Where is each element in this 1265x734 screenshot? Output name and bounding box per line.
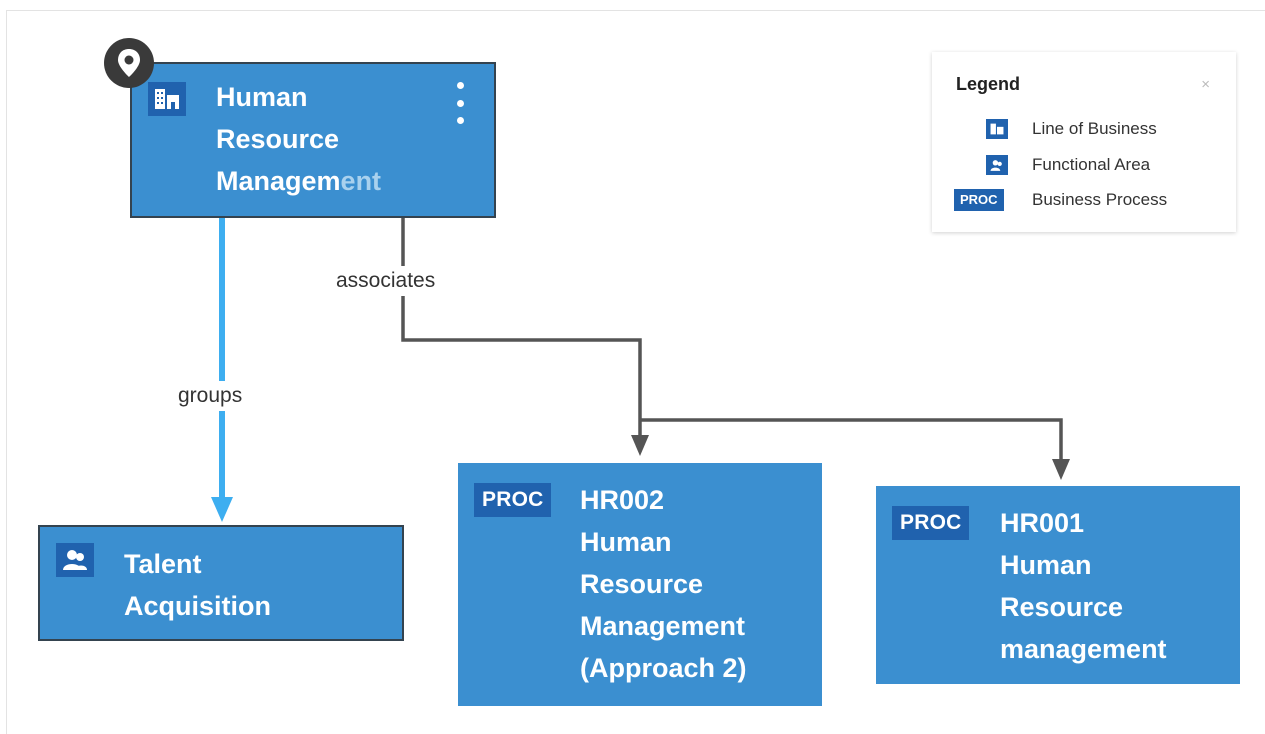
more-options-icon[interactable] xyxy=(453,82,467,124)
proc-badge: PROC xyxy=(892,506,970,540)
node-title-line3: Resource xyxy=(580,569,704,599)
location-pin-icon xyxy=(104,38,154,88)
node-title-line4: management xyxy=(1000,634,1167,664)
node-hr001[interactable]: PROC HR001 Human Resource management xyxy=(876,486,1240,684)
legend-item-line-of-business: Line of Business xyxy=(932,116,1236,142)
edge-groups-arrowhead xyxy=(211,497,233,522)
edge-associates-arrowhead-hr002 xyxy=(631,435,649,456)
node-talent-acquisition[interactable]: Talent Acquisition xyxy=(38,525,404,641)
edge-label-groups: groups xyxy=(174,381,247,411)
legend-label: Business Process xyxy=(1032,190,1168,209)
node-title-line2: Acquisition xyxy=(124,591,271,621)
node-title-line1: Human xyxy=(216,82,308,112)
node-title-line1: HR001 xyxy=(1000,508,1085,538)
people-icon xyxy=(986,155,1008,175)
edge-label-associates: associates xyxy=(332,266,440,296)
legend-title: Legend xyxy=(956,74,1021,94)
node-title-line3-faded: ent xyxy=(340,166,382,196)
edge-associates-branch[interactable] xyxy=(640,418,1063,460)
node-title-line2: Human xyxy=(580,527,672,557)
node-title-line1: HR002 xyxy=(580,485,665,515)
node-title-line2: Human xyxy=(1000,550,1092,580)
node-title-line3: Management xyxy=(216,166,382,196)
node-title-line3: Resource xyxy=(1000,592,1124,622)
diagram-canvas[interactable] xyxy=(6,10,1265,734)
node-title-line5: (Approach 2) xyxy=(580,653,747,683)
edge-associates-arrowhead-hr001 xyxy=(1052,459,1070,480)
edge-associates[interactable] xyxy=(401,218,642,436)
proc-badge: PROC xyxy=(954,189,1004,211)
people-icon xyxy=(56,543,94,577)
node-title-line1: Talent xyxy=(124,549,202,579)
legend-panel: Legend × Line of Business Functional Are… xyxy=(932,52,1236,232)
building-icon xyxy=(148,82,186,116)
legend-label: Functional Area xyxy=(1032,155,1151,174)
legend-item-functional-area: Functional Area xyxy=(932,152,1236,178)
legend-item-business-process: PROC Business Process xyxy=(932,187,1236,213)
building-icon xyxy=(986,119,1008,139)
close-icon[interactable]: × xyxy=(1201,76,1210,93)
node-hr002[interactable]: PROC HR002 Human Resource Management (Ap… xyxy=(458,463,822,706)
node-title-line4: Management xyxy=(580,611,746,641)
legend-label: Line of Business xyxy=(1032,119,1157,138)
proc-badge: PROC xyxy=(474,483,552,517)
node-human-resource-management[interactable]: Human Resource Management xyxy=(130,62,496,218)
node-title-line2: Resource xyxy=(216,124,340,154)
